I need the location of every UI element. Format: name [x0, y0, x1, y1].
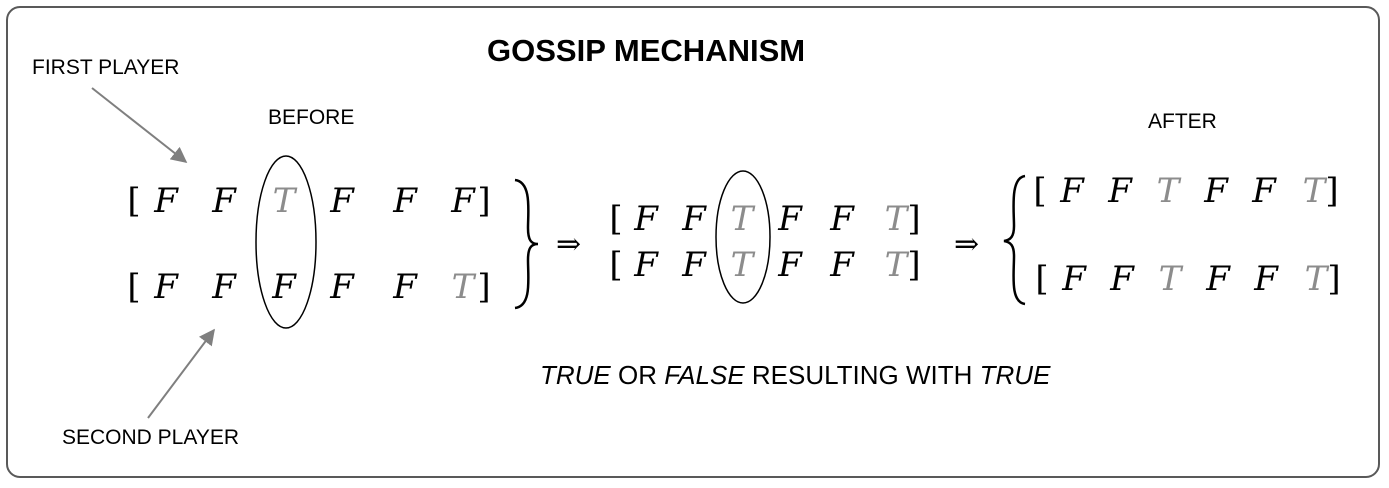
implies-arrow-1: ⇒ [556, 227, 581, 262]
after-label: AFTER [1148, 110, 1217, 133]
before-second-row-value-1: F [153, 267, 179, 307]
caption: TRUE OR FALSE RESULTING WITH TRUE [540, 360, 1050, 391]
before-second-row-value-4: F [329, 267, 355, 307]
after-first-row-close-bracket: ] [1325, 171, 1338, 211]
middle-first-row-value-3: T [731, 199, 756, 239]
before-first-row-value-5: F [392, 181, 418, 221]
before-first-row-value-1: F [153, 181, 179, 221]
after-second-row-value-5: F [1253, 259, 1279, 299]
after-second-row-value-3: T [1159, 259, 1184, 299]
after-second-row-value-6: T [1305, 259, 1330, 299]
middle-second-row-value-4: F [777, 245, 803, 285]
middle-first-row-value-6: T [885, 199, 910, 239]
before-first-row-value-4: F [329, 181, 355, 221]
implies-arrow-2: ⇒ [954, 227, 979, 262]
before-second-row-value-3: F [271, 267, 297, 307]
caption-resulting-with: RESULTING WITH [744, 360, 980, 390]
before-second-row-close-bracket: ] [477, 267, 490, 307]
second-player-arrow [147, 328, 215, 419]
before-right-brace [514, 178, 539, 310]
first-player-label: FIRST PLAYER [32, 56, 180, 79]
middle-first-row-open-bracket: [ [609, 199, 622, 239]
after-first-row-value-4: F [1203, 171, 1229, 211]
before-second-row-value-6: T [452, 267, 477, 307]
after-second-row-close-bracket: ] [1327, 259, 1340, 299]
caption-true-1: TRUE [540, 360, 611, 390]
after-left-brace [1003, 174, 1026, 306]
diagram-title: GOSSIP MECHANISM [487, 33, 806, 68]
caption-or: OR [610, 360, 665, 390]
after-second-row-value-1: F [1061, 259, 1087, 299]
caption-false: FALSE [664, 360, 745, 390]
before-first-row-close-bracket: ] [477, 181, 490, 221]
middle-second-row-value-2: F [681, 245, 707, 285]
diagram-frame [6, 6, 1380, 478]
middle-first-row-value-4: F [777, 199, 803, 239]
after-first-row-open-bracket: [ [1033, 171, 1046, 211]
middle-first-row-value-1: F [633, 199, 659, 239]
middle-second-row-value-6: T [885, 245, 910, 285]
middle-first-row-value-2: F [681, 199, 707, 239]
first-player-arrow [91, 87, 188, 163]
after-first-row-value-3: T [1157, 171, 1182, 211]
after-first-row-value-5: F [1251, 171, 1277, 211]
middle-second-row-open-bracket: [ [609, 245, 622, 285]
after-first-row-value-6: T [1303, 171, 1328, 211]
before-second-row-value-5: F [392, 267, 418, 307]
second-player-label: SECOND PLAYER [62, 426, 239, 449]
middle-selection-ellipse [715, 170, 771, 304]
after-second-row-value-2: F [1109, 259, 1135, 299]
after-second-row-open-bracket: [ [1035, 259, 1048, 299]
before-second-row-value-2: F [211, 267, 237, 307]
caption-true-2: TRUE [979, 360, 1051, 390]
middle-second-row-value-3: T [731, 245, 756, 285]
middle-first-row-value-5: F [829, 199, 855, 239]
before-first-row-value-3: T [273, 181, 298, 221]
middle-second-row-value-1: F [633, 245, 659, 285]
before-second-row-open-bracket: [ [127, 267, 140, 307]
before-first-row-value-2: F [211, 181, 237, 221]
middle-second-row-close-bracket: ] [907, 245, 920, 285]
middle-second-row-value-5: F [829, 245, 855, 285]
before-label: BEFORE [268, 106, 355, 129]
before-first-row-value-6: F [450, 181, 476, 221]
before-selection-ellipse [255, 155, 317, 329]
after-first-row-value-1: F [1059, 171, 1085, 211]
after-second-row-value-4: F [1205, 259, 1231, 299]
before-first-row-open-bracket: [ [127, 181, 140, 221]
middle-first-row-close-bracket: ] [907, 199, 920, 239]
after-first-row-value-2: F [1107, 171, 1133, 211]
